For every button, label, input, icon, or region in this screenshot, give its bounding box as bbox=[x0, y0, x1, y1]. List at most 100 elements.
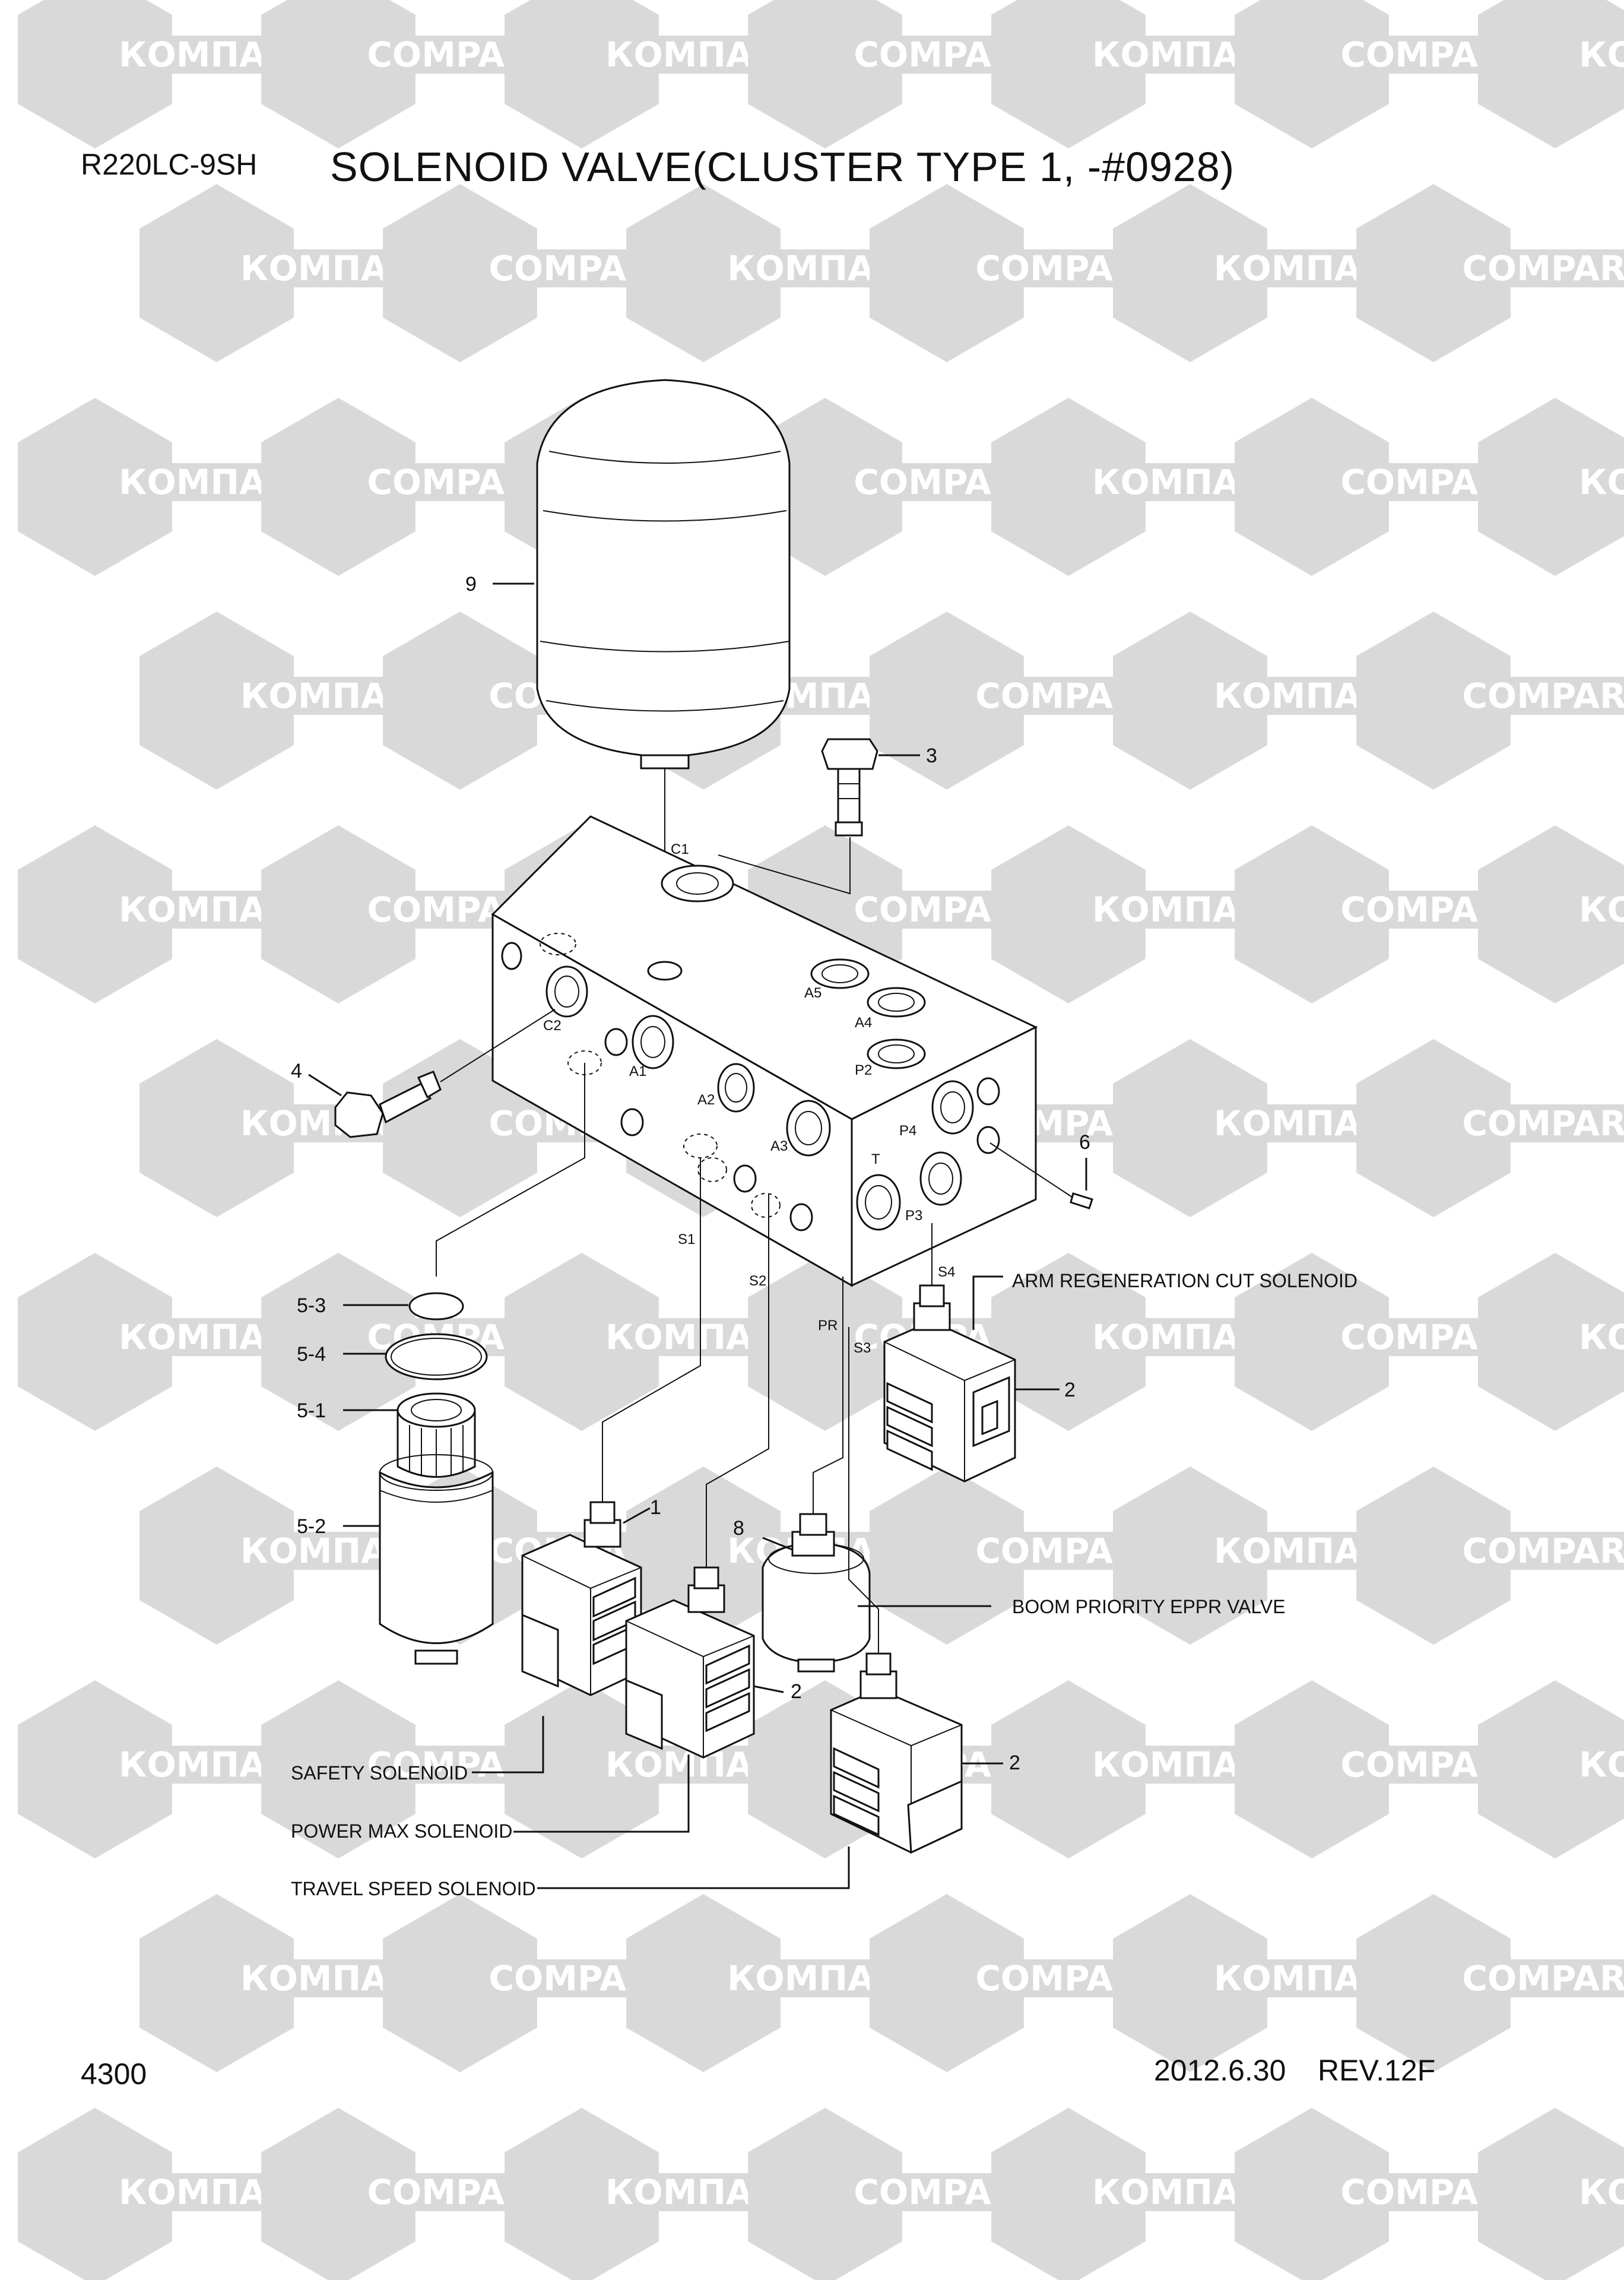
assembly-line-1 bbox=[602, 1158, 701, 1502]
watermark-logo bbox=[870, 184, 1024, 362]
watermark-logo bbox=[261, 2108, 415, 2280]
watermark-banner: КОМПАРТ bbox=[1579, 2172, 1624, 2212]
svg-text:КОМПАРТ: КОМПАРТ bbox=[1579, 1744, 1624, 1785]
label-arm-regeneration: ARM REGENERATION CUT SOLENOID bbox=[1012, 1270, 1357, 1291]
assembly-line-6 bbox=[989, 1142, 1073, 1198]
watermark-logo bbox=[1235, 0, 1389, 148]
set-screw-part-6 bbox=[1070, 1192, 1093, 1209]
svg-text:COMPART: COMPART bbox=[1462, 248, 1624, 289]
plug-part-3 bbox=[821, 738, 878, 837]
leader-travel-speed bbox=[537, 1847, 850, 1889]
travel-speed-solenoid-part-2 bbox=[830, 1652, 963, 1854]
part-number-3: 3 bbox=[926, 745, 937, 767]
backup-ring-part-5-4 bbox=[385, 1333, 488, 1380]
part-number-8: 8 bbox=[733, 1517, 744, 1540]
model-code: R220LC-9SH bbox=[81, 148, 258, 181]
port-label-c1: C1 bbox=[671, 841, 689, 857]
port-label-p3: P3 bbox=[905, 1208, 922, 1224]
watermark-logo bbox=[505, 2108, 659, 2280]
watermark-logo bbox=[626, 1894, 781, 2072]
label-power-max-solenoid: POWER MAX SOLENOID bbox=[291, 1820, 512, 1842]
watermark-banner: КОМПАРТ bbox=[1579, 1317, 1624, 1357]
svg-text:КОМПАРТ: КОМПАРТ bbox=[1579, 1317, 1624, 1357]
svg-text:КОМПАРТ: КОМПАРТ bbox=[1579, 889, 1624, 930]
part-number-5-4: 5-4 bbox=[297, 1343, 326, 1366]
port-label-s1: S1 bbox=[678, 1231, 695, 1247]
label-safety-solenoid: SAFETY SOLENOID bbox=[291, 1762, 468, 1784]
page-number: 4300 bbox=[81, 2057, 147, 2091]
part-number-5-3: 5-3 bbox=[297, 1294, 326, 1317]
watermark-logo bbox=[1478, 2108, 1624, 2280]
watermark-logo bbox=[261, 1680, 415, 1858]
watermark-logo bbox=[1478, 1253, 1624, 1431]
part-number-6: 6 bbox=[1079, 1131, 1090, 1154]
port-label-t: T bbox=[871, 1151, 880, 1167]
watermark-logo bbox=[18, 1680, 172, 1858]
watermark-logo bbox=[1235, 825, 1389, 1003]
watermark-logo bbox=[139, 1467, 294, 1645]
svg-text:КОМПАРТ: КОМПАРТ bbox=[1579, 2172, 1624, 2212]
watermark-logo bbox=[1478, 1680, 1624, 1858]
watermark-logo bbox=[18, 2108, 172, 2280]
part-number-2-travel: 2 bbox=[1009, 1752, 1020, 1774]
watermark-logo bbox=[139, 1894, 294, 2072]
watermark-logo bbox=[1356, 1467, 1511, 1645]
watermark-banner: КОМПАРТ bbox=[1579, 34, 1624, 75]
port-label-c2: C2 bbox=[543, 1018, 562, 1034]
watermark-logo bbox=[1113, 184, 1267, 362]
part-number-9: 9 bbox=[465, 573, 477, 596]
watermark-logo bbox=[1478, 0, 1624, 148]
port-label-a3: A3 bbox=[770, 1138, 788, 1154]
watermark-logo bbox=[1356, 1894, 1511, 2072]
watermark-logo bbox=[261, 0, 415, 148]
part-number-2-power: 2 bbox=[791, 1680, 802, 1703]
watermark-logo bbox=[1235, 1680, 1389, 1858]
assembly-line-2-travel bbox=[848, 1327, 879, 1654]
watermark-logo bbox=[870, 1894, 1024, 2072]
watermark-logo bbox=[261, 825, 415, 1003]
watermark-logo bbox=[1356, 184, 1511, 362]
port-label-s2: S2 bbox=[749, 1273, 766, 1289]
watermark-logo bbox=[505, 0, 659, 148]
watermark-logo bbox=[18, 825, 172, 1003]
revision-date: 2012.6.30 bbox=[1154, 2054, 1286, 2087]
watermark-logo bbox=[1235, 1253, 1389, 1431]
label-boom-priority: BOOM PRIORITY EPPR VALVE bbox=[1012, 1596, 1286, 1617]
watermark-logo bbox=[1113, 1039, 1267, 1217]
part-number-5-2: 5-2 bbox=[297, 1515, 326, 1538]
watermark-logo bbox=[870, 612, 1024, 790]
svg-text:COMPART: COMPART bbox=[1462, 676, 1624, 716]
revision-code: REV.12F bbox=[1318, 2054, 1436, 2087]
port-label-p4: P4 bbox=[899, 1123, 916, 1139]
watermark-banner: COMPART bbox=[1462, 676, 1624, 716]
watermark-logo bbox=[139, 1039, 294, 1217]
port-label-a1: A1 bbox=[629, 1063, 646, 1079]
watermark-logo bbox=[991, 1680, 1146, 1858]
watermark-logo bbox=[18, 398, 172, 576]
svg-text:COMPART: COMPART bbox=[1462, 1958, 1624, 1999]
watermark-logo bbox=[991, 825, 1146, 1003]
watermark-logo bbox=[139, 184, 294, 362]
part-number-1: 1 bbox=[650, 1496, 661, 1519]
svg-text:COMPART: COMPART bbox=[1462, 1531, 1624, 1571]
watermark-logo bbox=[1113, 1467, 1267, 1645]
safety-solenoid-part-1 bbox=[521, 1501, 642, 1696]
watermark-logo bbox=[870, 1467, 1024, 1645]
port-label-a4: A4 bbox=[855, 1015, 872, 1031]
watermark-logo bbox=[261, 1253, 415, 1431]
watermark-logo bbox=[1235, 2108, 1389, 2280]
watermark-logo bbox=[18, 0, 172, 148]
svg-text:КОМПАРТ: КОМПАРТ bbox=[1579, 34, 1624, 75]
assembly-line-5 bbox=[436, 1063, 585, 1277]
watermark-logo bbox=[261, 398, 415, 576]
watermark-banner: COMPART bbox=[1462, 1958, 1624, 1999]
port-label-a5: A5 bbox=[804, 985, 821, 1001]
port-label-p2: P2 bbox=[855, 1062, 872, 1078]
watermark-logo bbox=[383, 184, 537, 362]
watermark-banner: КОМПАРТ bbox=[1579, 1744, 1624, 1785]
watermark-logo bbox=[991, 0, 1146, 148]
watermark-logo bbox=[748, 2108, 902, 2280]
valve-block bbox=[491, 815, 1038, 1287]
o-ring-part-5-3 bbox=[408, 1292, 464, 1320]
